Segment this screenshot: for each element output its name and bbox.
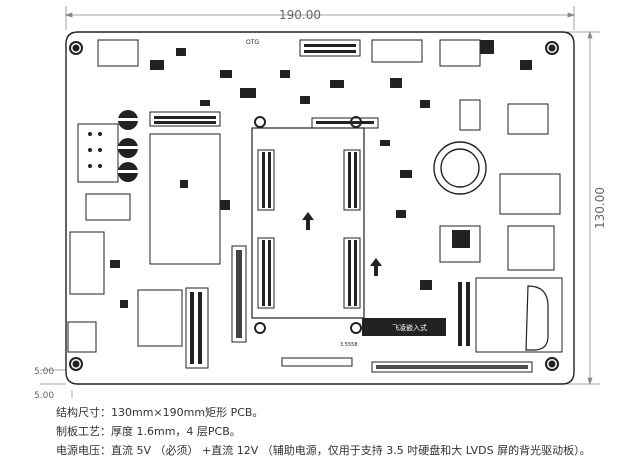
right-components [439, 99, 563, 353]
hole-offset-dimension [40, 369, 73, 398]
connector-pins-top [154, 44, 374, 124]
mounting-holes [69, 41, 559, 371]
spec-structure: 结构尺寸：130mm×190mm矩形 PCB。 [56, 406, 264, 419]
spec-fabrication: 制板工艺：厚度 1.6mm，4 层PCB。 [56, 425, 241, 438]
top-connectors [149, 39, 481, 367]
left-components [67, 39, 247, 369]
pcb-drawing: 190.00 130.00 5.00 5.00 [34, 6, 607, 400]
core-connector-pins [262, 152, 357, 306]
pin-headers-left [88, 132, 242, 364]
capacitors [118, 110, 138, 182]
logo-text: 飞凌嵌入式 [392, 323, 427, 332]
smd-components [110, 40, 532, 308]
sd-card-slot [525, 285, 549, 351]
logo-block [362, 318, 446, 336]
core-module [251, 127, 365, 319]
orientation-arrow-icon [302, 212, 382, 276]
qfp-chip [452, 230, 470, 248]
capacitor-cutouts [118, 118, 138, 173]
hole-offset-y-label: 5.00 [34, 367, 54, 377]
board-outline [65, 31, 575, 385]
width-label: 190.00 [279, 8, 321, 22]
right-header-column [458, 282, 470, 346]
otg-label: OTG [246, 39, 259, 46]
height-dimension [560, 30, 600, 386]
width-dimension [64, 6, 576, 30]
height-label: 130.00 [593, 187, 607, 229]
spec-power: 电源电压：直流 5V （必须） +直流 12V （辅助电源，仅用于支持 3.5 … [56, 444, 591, 457]
ic-label: 3.5558 [340, 342, 358, 348]
bottom-right-header [371, 361, 533, 373]
hole-offset-x-label: 5.00 [34, 391, 54, 400]
bottom-right-header-pins [376, 365, 528, 369]
battery-holder [433, 141, 487, 195]
